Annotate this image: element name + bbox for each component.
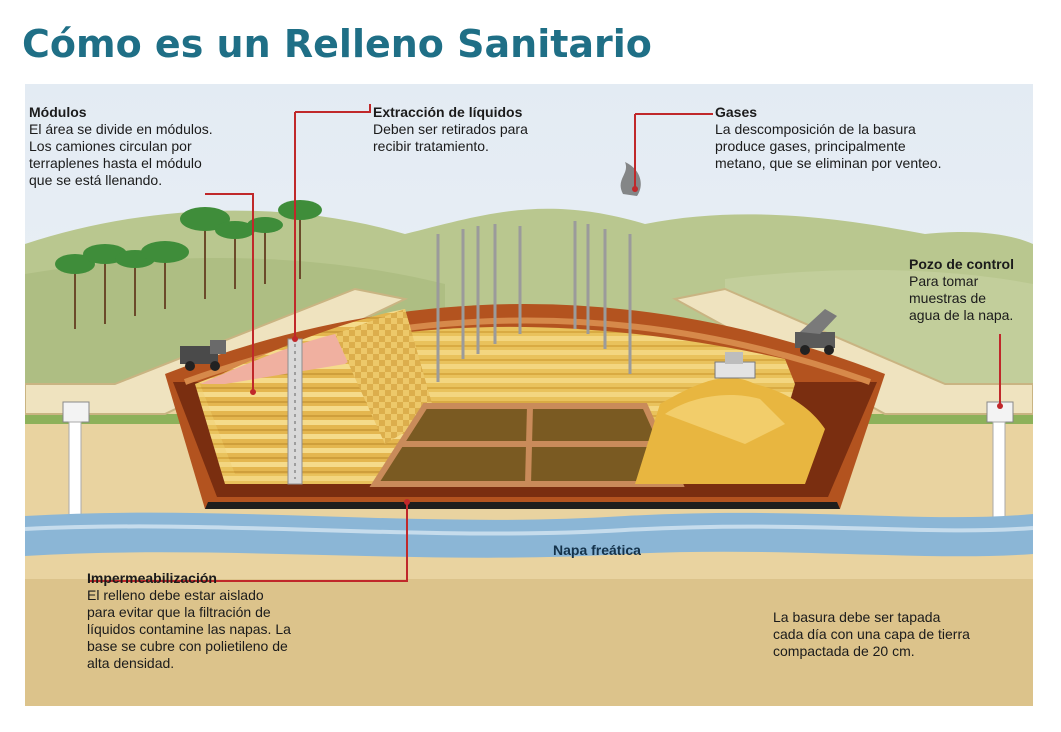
label-gases-heading: Gases [715,104,758,120]
truck-left [180,340,226,371]
page-title: Cómo es un Relleno Sanitario [22,22,652,66]
gas-vents [436,221,632,382]
label-extraccion: Extracción de líquidos Deben ser retirad… [373,104,603,155]
bulldozer [714,352,756,379]
deep-soil [25,579,1033,706]
trees [55,200,322,329]
control-well-left [62,401,90,535]
control-well-right [986,401,1014,535]
landfill-illustration [25,84,1033,706]
label-modulos-text: El área se divide en módulos. Los camion… [29,121,213,188]
label-extraccion-heading: Extracción de líquidos [373,104,523,120]
label-gases-text: La descomposición de la basura produce g… [715,121,942,171]
landfill-diagram: Módulos El área se divide en módulos. Lo… [25,84,1033,706]
label-modulos: Módulos El área se divide en módulos. Lo… [29,104,269,189]
label-impermeabilizacion: Impermeabilización El relleno debe estar… [87,570,357,672]
label-impermeabilizacion-heading: Impermeabilización [87,570,217,586]
callout-lines [88,104,1001,582]
right-embankment [672,287,1033,415]
label-napa: Napa freática [553,542,641,558]
label-impermeabilizacion-text: El relleno debe estar aislado para evita… [87,587,291,671]
label-pozo-heading: Pozo de control [909,256,1014,272]
callout-dots [250,186,1003,505]
label-extraccion-text: Deben ser retirados para recibir tratami… [373,121,528,154]
label-gases: Gases La descomposición de la basura pro… [715,104,1015,172]
label-modulos-heading: Módulos [29,104,87,120]
truck-right [795,309,837,355]
label-pozo: Pozo de control Para tomar muestras de a… [909,256,1029,324]
label-basura: La basura debe ser tapada cada día con u… [773,609,970,659]
label-pozo-text: Para tomar muestras de agua de la napa. [909,273,1014,323]
